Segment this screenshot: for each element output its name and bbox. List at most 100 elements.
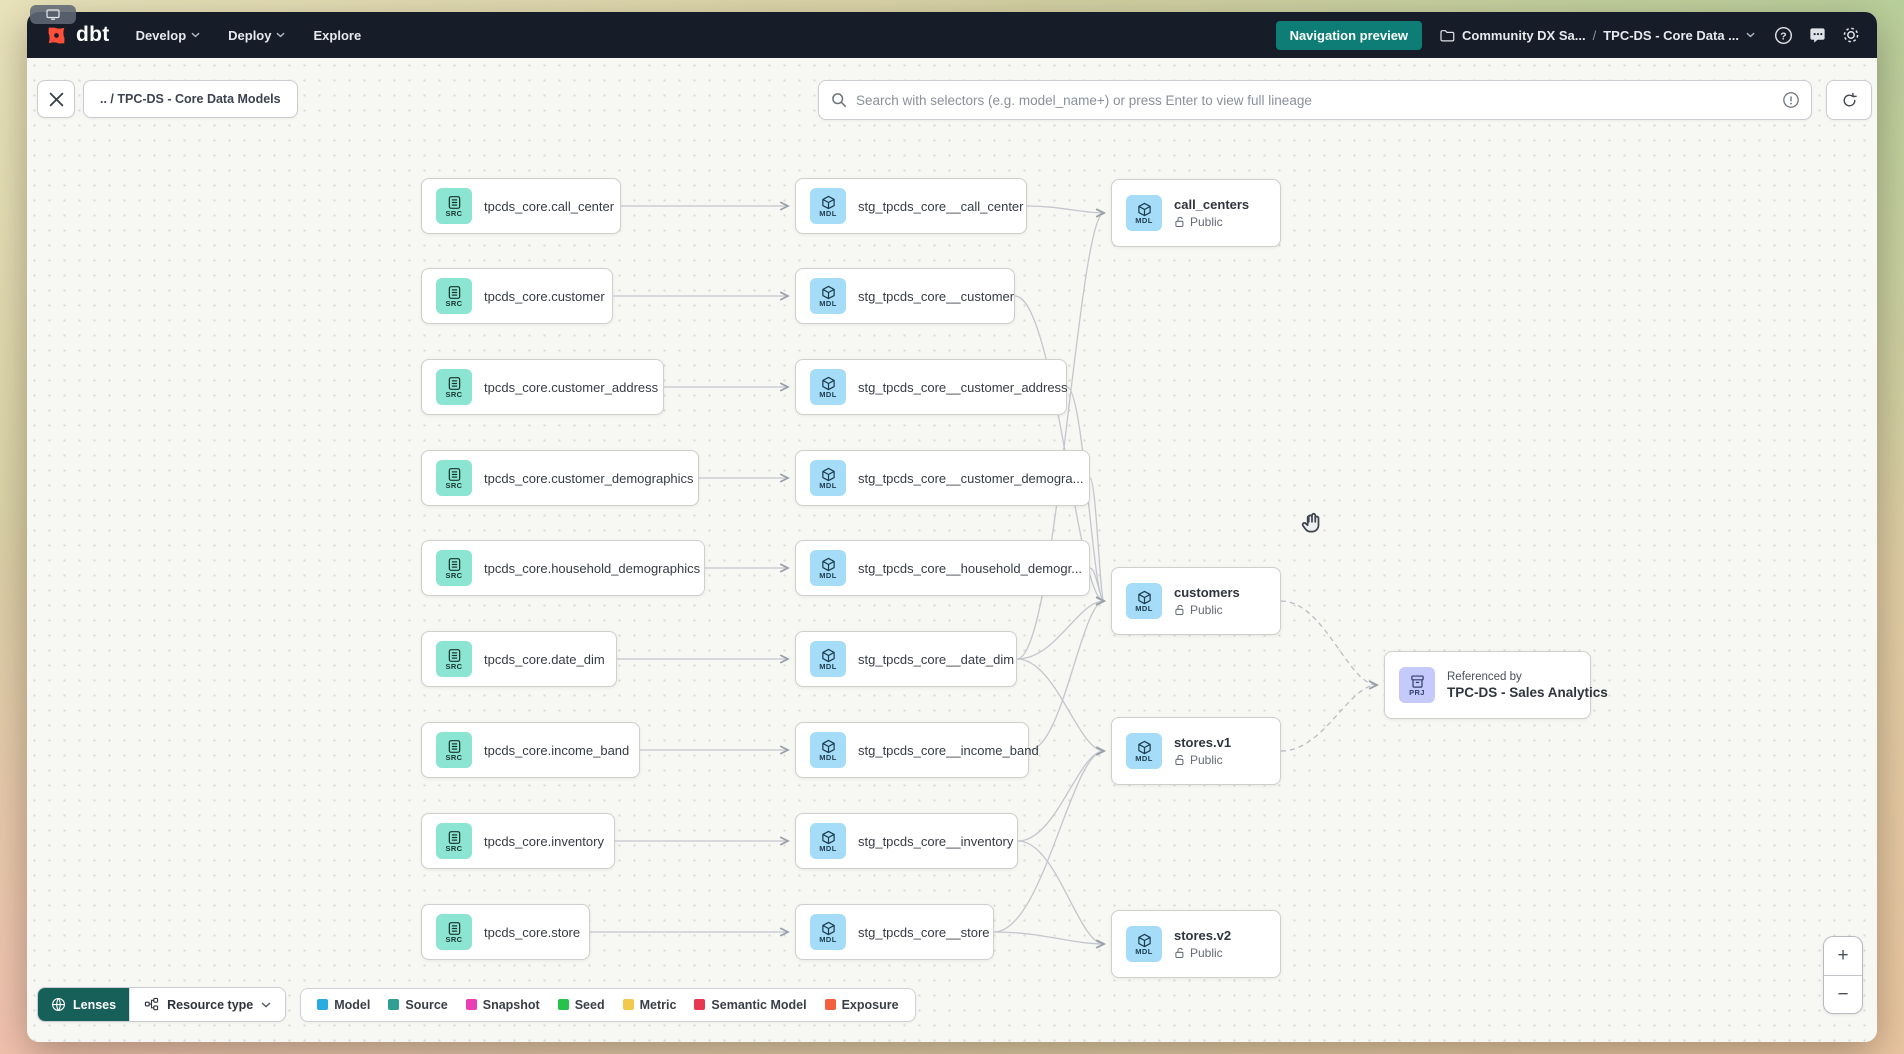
source-badge-icon: SRC <box>436 188 472 224</box>
legend-item: Snapshot <box>465 998 540 1012</box>
node-label: stg_tpcds_core__household_demogr... <box>858 560 1083 576</box>
node-text: tpcds_core.inventory <box>484 834 604 849</box>
zoom-out-button[interactable]: − <box>1824 975 1862 1013</box>
legend-swatch <box>557 999 569 1010</box>
node-text: customers Public <box>1174 585 1240 617</box>
lineage-node-call-centers[interactable]: MDL call_centers Public <box>1111 179 1281 247</box>
resource-type-icon <box>144 997 159 1011</box>
breadcrumb: Community DX Sa... / TPC-DS - Core Data … <box>1440 28 1755 43</box>
node-label: tpcds_core.inventory <box>484 833 604 849</box>
node-label: tpcds_core.income_band <box>484 742 630 758</box>
lineage-canvas[interactable]: .. / TPC-DS - Core Data Models SRCtpcds_… <box>27 58 1877 1042</box>
settings-gear-icon[interactable] <box>1841 25 1861 45</box>
model-badge-icon: MDL <box>810 550 846 586</box>
dbt-logo[interactable]: dbt <box>43 22 110 49</box>
breadcrumb-project[interactable]: Community DX Sa... <box>1462 27 1586 43</box>
node-text: tpcds_core.customer <box>484 289 605 304</box>
node-label: tpcds_core.store <box>484 924 581 940</box>
source-badge-icon: SRC <box>436 369 472 405</box>
refresh-icon <box>1843 92 1857 106</box>
lineage-edge <box>993 751 1104 933</box>
node-text: stg_tpcds_core__income_band <box>858 743 1039 758</box>
menu-deploy[interactable]: Deploy <box>228 28 286 43</box>
resource-type-button[interactable]: Resource type <box>129 988 286 1021</box>
model-badge-icon: MDL <box>1126 195 1162 231</box>
node-text: stores.v2 Public <box>1174 928 1231 960</box>
navigation-preview-button[interactable]: Navigation preview <box>1275 20 1423 50</box>
node-title: stores.v1 <box>1174 735 1232 750</box>
close-lineage-button[interactable] <box>37 80 75 118</box>
lineage-breadcrumb-label: .. / TPC-DS - Core Data Models <box>100 92 281 106</box>
lens-controls: Lenses Resource type <box>37 987 287 1022</box>
legend-swatch <box>694 999 706 1010</box>
chevron-down-icon[interactable] <box>1746 32 1755 38</box>
model-badge-icon: MDL <box>810 369 846 405</box>
lenses-button[interactable]: Lenses <box>38 988 130 1021</box>
legend-swatch <box>317 999 329 1010</box>
lineage-edge <box>1016 213 1104 660</box>
node-access-badge: Public <box>1174 215 1249 229</box>
lock-open-icon <box>1175 754 1184 765</box>
node-text: stores.v1 Public <box>1174 735 1231 767</box>
lineage-edge <box>1014 295 1104 601</box>
node-label: stg_tpcds_core__call_center <box>858 198 1024 214</box>
feedback-icon[interactable] <box>1807 25 1827 45</box>
breadcrumb-page[interactable]: TPC-DS - Core Data ... <box>1603 27 1739 43</box>
lineage-node-stg-tpcds-core-household-demogr-[interactable]: MDL stg_tpcds_core__household_demogr... <box>795 540 1090 596</box>
lineage-edge <box>1280 600 1377 685</box>
legend-item: Exposure <box>824 997 899 1012</box>
node-label: tpcds_core.customer_demographics <box>484 470 694 486</box>
zoom-in-button[interactable]: + <box>1837 945 1849 966</box>
node-text: stg_tpcds_core__date_dim <box>858 652 1014 667</box>
node-label: tpcds_core.customer <box>484 288 605 304</box>
node-text: tpcds_core.store <box>484 925 580 940</box>
node-label: stg_tpcds_core__date_dim <box>858 651 1015 667</box>
menu-develop-label: Develop <box>135 27 187 43</box>
lineage-edge <box>1089 477 1104 601</box>
search-input[interactable] <box>856 92 1773 108</box>
project-badge-icon: PRJ <box>1399 667 1435 703</box>
node-title: stores.v2 <box>1174 928 1232 943</box>
menu-explore[interactable]: Explore <box>313 28 361 43</box>
legend-swatch <box>824 999 836 1010</box>
legend-label: Exposure <box>841 997 899 1012</box>
node-title: TPC-DS - Sales Analytics <box>1447 684 1608 700</box>
info-icon[interactable] <box>1782 91 1800 114</box>
model-badge-icon: MDL <box>810 188 846 224</box>
node-text: call_centers Public <box>1174 197 1249 229</box>
lineage-node-stg-tpcds-core-call-center[interactable]: MDL stg_tpcds_core__call_center <box>795 178 1027 234</box>
node-text: tpcds_core.date_dim <box>484 652 605 667</box>
lineage-breadcrumb-chip[interactable]: .. / TPC-DS - Core Data Models <box>83 80 298 118</box>
lock-open-icon <box>1175 604 1184 615</box>
legend-item: Source <box>388 998 448 1012</box>
node-text: stg_tpcds_core__call_center <box>858 199 1024 214</box>
refresh-lineage-button[interactable] <box>1826 80 1872 120</box>
help-icon[interactable]: ? <box>1773 25 1793 45</box>
folder-icon <box>1440 29 1455 41</box>
lock-open-icon <box>1175 216 1184 227</box>
chevron-down-icon <box>261 1001 271 1008</box>
menu-develop[interactable]: Develop <box>136 28 201 43</box>
